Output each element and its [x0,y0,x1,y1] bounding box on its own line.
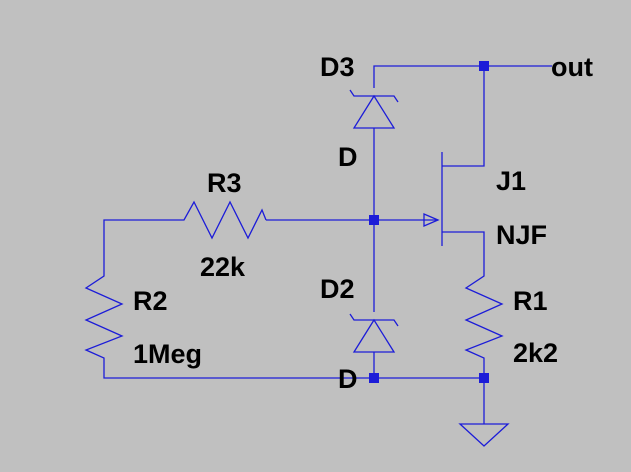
jfet-j1[interactable] [423,152,443,246]
j1-value-label: NJF [496,220,547,250]
d3-value-label: D [338,142,358,172]
zener-diode-d3[interactable] [349,89,399,129]
resistor-r3[interactable] [180,200,267,240]
out-net-label: out [551,52,593,82]
r3-value-label: 22k [200,252,246,282]
r1-value-label: 2k2 [513,338,558,368]
r2-ref-label: R2 [133,286,168,316]
junction-gate [369,215,379,225]
jfet-gate-arrow [423,213,440,227]
r1-ref-label: R1 [513,286,548,316]
zener-diode-d2[interactable] [349,313,399,353]
d3-ref-label: D3 [320,52,355,82]
ground-icon [458,423,510,447]
wire-drain [442,66,485,167]
d2-ref-label: D2 [320,274,355,304]
junction-ground [479,373,489,383]
r2-value-label: 1Meg [133,339,202,369]
resistor-r1[interactable] [464,272,504,362]
wire-bottom-rail [103,362,484,379]
d2-value-label: D [338,364,358,394]
wire-r3-r2 [103,219,180,272]
j1-ref-label: J1 [496,166,526,196]
wires [103,65,552,424]
junction-out [479,61,489,71]
junction-d2-bottom [369,373,379,383]
wire-top-out [373,65,552,88]
resistor-r2[interactable] [84,272,124,362]
wire-source-r1 [442,231,485,272]
r3-ref-label: R3 [207,168,242,198]
